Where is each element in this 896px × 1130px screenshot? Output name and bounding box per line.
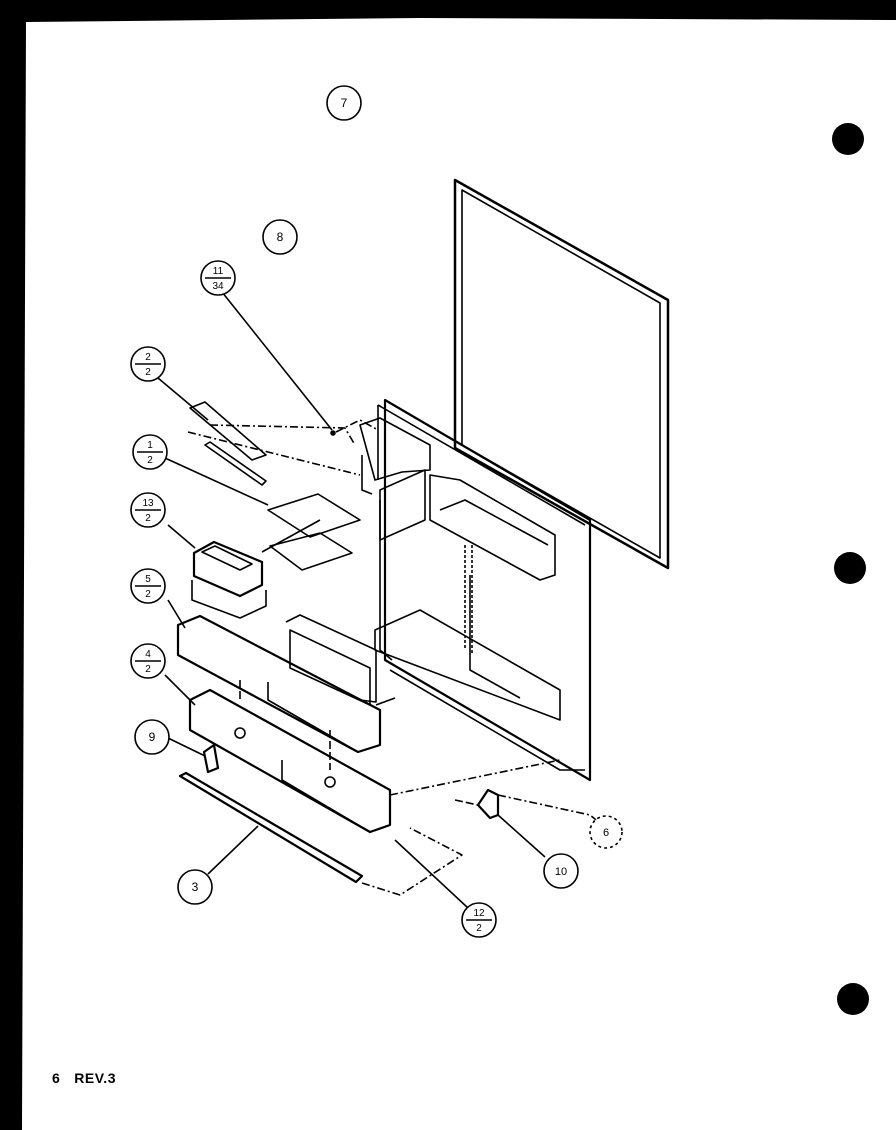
binder-hole-middle [834,552,866,584]
callout-3-label: 3 [192,880,199,894]
callout-10 [543,853,579,889]
screw-part-11 [221,291,379,436]
door-shelf-part-4 [164,674,392,834]
callout-13-bottom: 2 [145,513,151,524]
page-number: 6 [52,1070,61,1086]
binder-hole-bottom [837,983,869,1015]
callout-6-label: 6 [603,827,609,839]
callout-7-label: 7 [341,96,348,110]
door-liner-part-8 [359,398,592,782]
door-shelf-part-5 [167,599,396,754]
container-part-13 [167,493,361,619]
callout-1-top: 1 [147,440,153,451]
callout-4-top: 4 [145,649,151,660]
callout-6 [589,815,623,849]
callout-2-bottom: 2 [145,367,151,378]
callout-5-bottom: 2 [145,589,151,600]
callout-1-bottom: 2 [147,455,153,466]
callout-9 [134,719,170,755]
paper [22,18,896,1130]
door-trim-part-3 [178,771,463,896]
callout-2-top: 2 [145,352,151,363]
callout-7 [326,85,362,121]
shelf-leader-part-12 [389,759,561,909]
callout-8 [262,219,298,255]
callout-12-top: 12 [473,908,485,919]
binder-hole-top [832,123,864,155]
callout-13-top: 13 [142,498,154,509]
trim-strip-part-1 [164,431,361,506]
callout-12-bottom: 2 [476,923,482,934]
callout-9-label: 9 [149,730,156,744]
revision-label: REV.3 [74,1070,116,1086]
callout-3 [177,869,213,905]
door-gasket-part-7 [453,178,670,570]
page-footer: 6 REV.3 [52,1070,130,1086]
callout-8-label: 8 [277,230,284,244]
callout-10-label: 10 [555,866,567,878]
callout-5-top: 5 [145,574,151,585]
callout-4-bottom: 2 [145,664,151,675]
callout-11-bottom: 34 [212,281,224,292]
callout-11-top: 11 [213,266,224,277]
bracket-part-9 [167,737,220,774]
